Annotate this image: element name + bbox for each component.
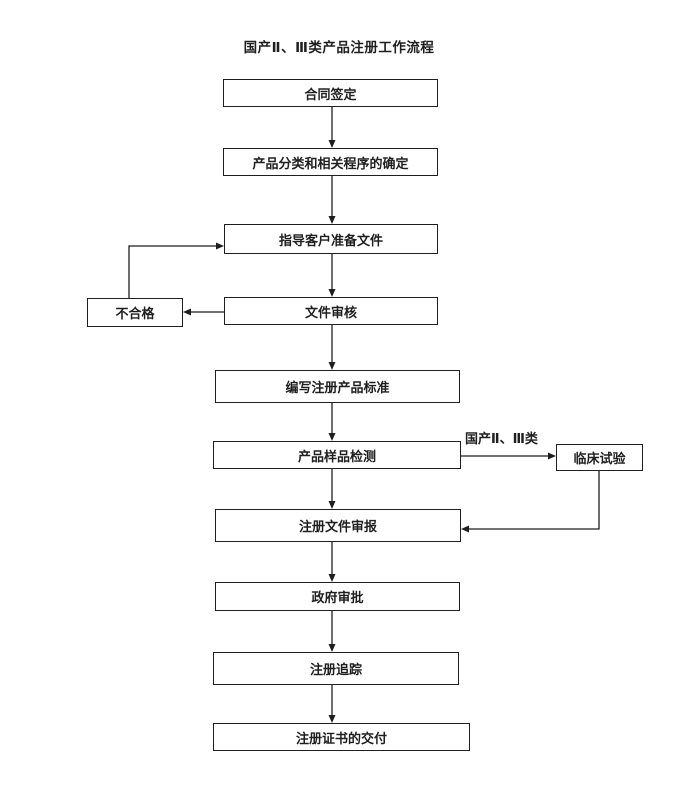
node-product-sample-testing: 产品样品检测 [213, 441, 461, 469]
arrowhead-right-icon [548, 452, 556, 460]
connector-guide-to-review [328, 254, 336, 297]
node-certificate-delivery: 注册证书的交付 [213, 723, 470, 751]
flowchart-title: 国产Ⅱ、Ⅲ类产品注册工作流程 [243, 40, 435, 55]
arrowhead-down-icon [328, 501, 336, 509]
node-unqualified: 不合格 [87, 298, 183, 327]
connector-classification-to-guide [328, 176, 336, 224]
arrowhead-down-icon [328, 574, 336, 582]
arrowhead-down-icon [328, 362, 336, 370]
connector-sample-to-submission [328, 469, 336, 509]
node-write-registration-standard: 编写注册产品标准 [215, 370, 460, 403]
connector-submission-to-government [328, 542, 336, 582]
node-product-classification: 产品分类和相关程序的确定 [223, 148, 438, 176]
arrowhead-down-icon [328, 289, 336, 297]
arrowhead-left-icon [461, 525, 469, 533]
arrowhead-down-icon [328, 216, 336, 224]
node-government-approval: 政府审批 [215, 582, 460, 611]
node-registration-tracking: 注册追踪 [213, 652, 459, 685]
node-clinical-trial: 临床试验 [556, 444, 643, 471]
connector-standard-to-sample [328, 403, 336, 441]
arrowhead-down-icon [328, 433, 336, 441]
connector-unqualified-to-guide [128, 242, 224, 298]
edge-label-domestic-class: 国产Ⅱ、Ⅲ类 [465, 428, 538, 447]
connector-clinical-to-submission [461, 471, 600, 533]
arrowhead-down-icon [328, 140, 336, 148]
node-contract-signing: 合同签定 [223, 79, 438, 107]
connector-government-to-tracking [328, 611, 336, 652]
connector-review-to-unqualified [183, 308, 224, 316]
arrowhead-left-icon [183, 308, 191, 316]
node-guide-customer-documents: 指导客户准备文件 [224, 224, 438, 254]
connector-contract-to-classification [328, 106, 336, 148]
connector-review-to-standard [328, 325, 336, 370]
connector-tracking-to-delivery [328, 685, 336, 723]
node-registration-document-submission: 注册文件审报 [215, 509, 461, 542]
arrowhead-down-icon [328, 644, 336, 652]
node-document-review: 文件审核 [224, 297, 438, 325]
connector-sample-to-clinical [461, 452, 556, 460]
arrowhead-down-icon [328, 715, 336, 723]
arrowhead-right-icon [216, 242, 224, 250]
